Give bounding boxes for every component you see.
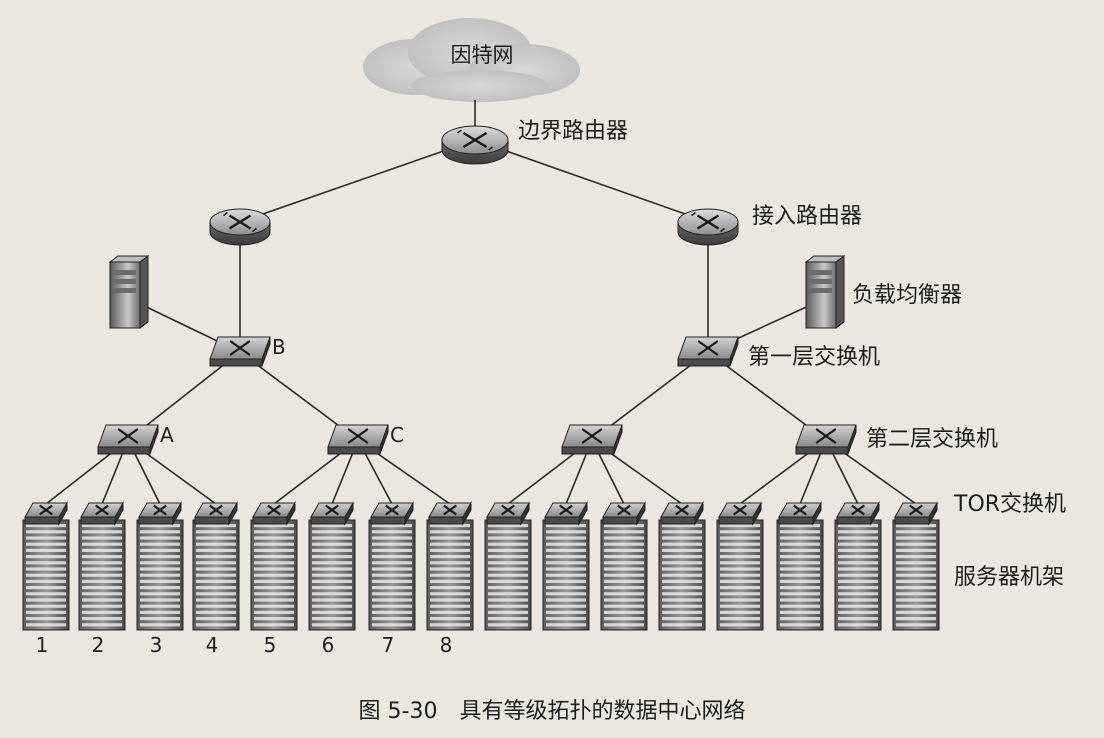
rack-number: 4 [206,633,219,657]
server-rack [658,519,706,631]
access-router-left-icon [209,208,271,246]
tier1-switch-b-icon [209,336,271,367]
server-rack [484,519,532,631]
server-icon [108,255,150,329]
tier2-switch-a-icon [97,424,159,455]
link-border-access-left [239,139,476,223]
server-rack [22,519,70,631]
rack-number: 2 [92,633,105,657]
tier1-switch-label: 第一层交换机 [748,345,880,370]
tor-switch-icon [836,501,880,526]
server-rack [716,519,764,631]
tor-switch-icon [428,501,472,526]
server-rack [308,519,356,631]
switch-c-label: C [390,423,404,447]
tier2-switch-label: 第二层交换机 [866,427,998,452]
server-rack [78,519,126,631]
access-router-label: 接入路由器 [752,204,862,229]
border-router-label: 边界路由器 [518,119,628,144]
tier2-switch-3-icon [561,424,623,455]
border-router-icon [441,125,509,165]
figure-caption: 图 5-30 具有等级拓扑的数据中心网络 [359,699,746,724]
server-rack [250,519,298,631]
tier2-switch-4-icon [795,424,857,455]
network-devices [22,125,940,631]
server-rack [892,519,940,631]
server-rack [368,519,416,631]
internet-label: 因特网 [451,43,514,67]
server-rack [776,519,824,631]
tor-switch-icon [24,501,68,526]
tor-switch-icon [660,501,704,526]
rack-number: 3 [150,633,163,657]
server-rack [426,519,474,631]
tier2-switch-c-icon [327,424,389,455]
server-rack [834,519,882,631]
rack-number: 6 [322,633,335,657]
switch-b-label: B [272,335,286,359]
tor-switch-icon [370,501,414,526]
server-rack [600,519,648,631]
load-balancer-label: 负载均衡器 [852,283,962,308]
rack-number: 5 [264,633,277,657]
tor-switch-icon [602,501,646,526]
tor-switch-icon [80,501,124,526]
tor-switch-icon [310,501,354,526]
server-rack [136,519,184,631]
link-border-access-right [474,139,709,223]
server-rack [542,519,590,631]
rack-number: 8 [440,633,453,657]
tor-switch-label: TOR交换机 [953,492,1066,517]
tor-switch-icon [138,501,182,526]
switch-a-label: A [160,423,174,447]
server-rack-label: 服务器机架 [954,565,1064,590]
tor-switch-icon [194,501,238,526]
tor-switch-icon [894,501,938,526]
internet-cloud [363,18,580,102]
tor-switch-icon [718,501,762,526]
tor-switch-icon [544,501,588,526]
server-rack [192,519,240,631]
tor-switch-icon [252,501,296,526]
load-balancer-icon [804,255,846,329]
tor-switch-icon [486,501,530,526]
tor-switch-icon [778,501,822,526]
access-router-right-icon [677,208,739,246]
rack-number: 1 [36,633,49,657]
tier1-switch-right-icon [677,336,739,367]
rack-number: 7 [382,633,395,657]
rack-numbers: 1 2 3 4 5 6 7 8 [36,633,453,657]
